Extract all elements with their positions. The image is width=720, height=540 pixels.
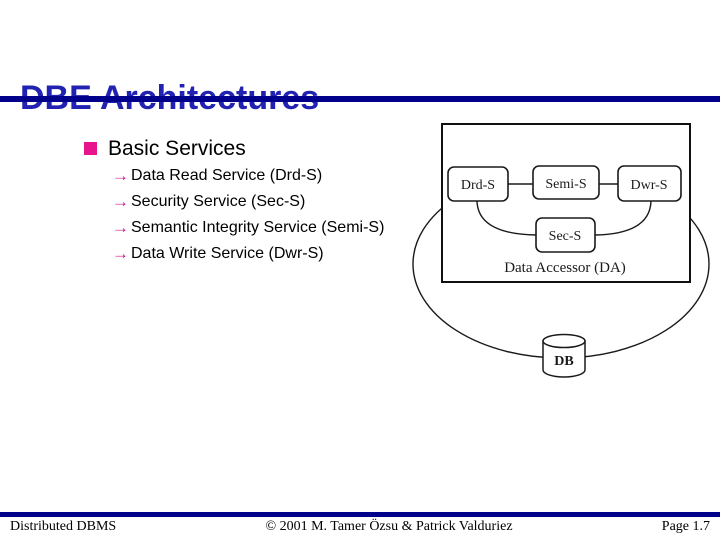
footer-copyright: © 2001 M. Tamer Özsu & Patrick Valduriez <box>265 519 513 534</box>
connector-curve <box>476 200 537 236</box>
list-item: → Semantic Integrity Service (Semi-S) <box>112 217 412 239</box>
sec-s-label: Sec-S <box>549 229 582 244</box>
title-rule-divider <box>0 96 720 102</box>
data-accessor-box <box>441 123 691 283</box>
main-bullet-label: Basic Services <box>108 137 246 160</box>
footer-rule-divider <box>0 512 720 517</box>
data-accessor-label: Data Accessor (DA) <box>504 260 626 276</box>
semi-s-label: Semi-S <box>545 177 586 192</box>
arrow-bullet-icon: → <box>112 244 129 263</box>
sec-s-box <box>535 217 596 253</box>
semi-s-box <box>532 165 600 200</box>
db-label: DB <box>554 354 573 369</box>
dwr-s-label: Dwr-S <box>630 178 667 193</box>
sub-bullet-label: Semantic Integrity Service (Semi-S) <box>131 219 385 236</box>
list-item: → Security Service (Sec-S) <box>112 191 412 213</box>
main-bullet-item: Basic Services <box>84 137 246 160</box>
sub-bullet-label: Security Service (Sec-S) <box>131 193 306 210</box>
sub-bullet-label: Data Write Service (Dwr-S) <box>131 245 324 262</box>
arrow-bullet-icon: → <box>112 218 129 237</box>
list-item: → Data Write Service (Dwr-S) <box>112 243 412 265</box>
square-bullet-icon <box>84 142 97 155</box>
db-cylinder-top <box>542 333 586 349</box>
footer: Distributed DBMS © 2001 M. Tamer Özsu & … <box>10 519 710 535</box>
list-item: → Data Read Service (Drd-S) <box>112 165 412 187</box>
drd-s-label: Drd-S <box>461 178 495 193</box>
dwr-s-box <box>617 165 682 202</box>
footer-course-label: Distributed DBMS <box>10 519 117 534</box>
drd-s-box <box>447 166 509 202</box>
arrow-bullet-icon: → <box>112 166 129 185</box>
sub-bullet-list: → Data Read Service (Drd-S) → Security S… <box>112 165 412 269</box>
footer-page-number: Page 1.7 <box>661 519 710 534</box>
sub-bullet-label: Data Read Service (Drd-S) <box>131 167 323 184</box>
arrow-bullet-icon: → <box>112 192 129 211</box>
architecture-diagram: Drd-S Semi-S Dwr-S Sec-S Data Accessor (… <box>412 123 710 378</box>
connector-curve <box>594 200 652 236</box>
db-cylinder-body <box>542 340 586 378</box>
